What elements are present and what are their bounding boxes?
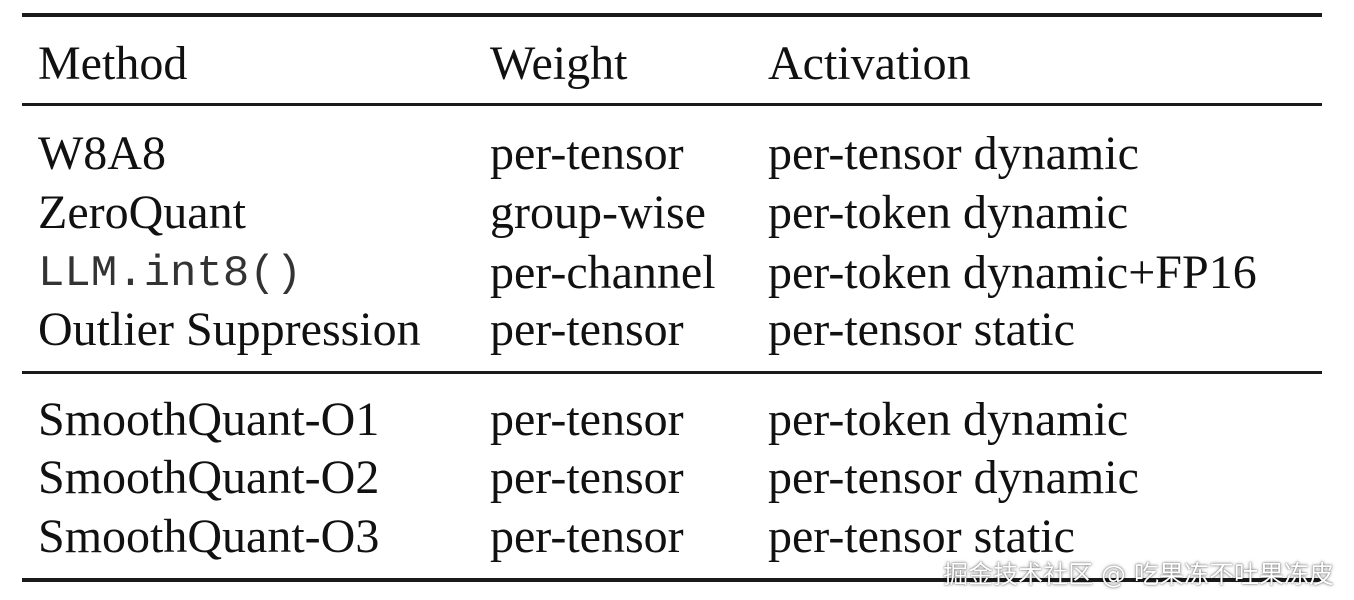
table-cell-weight: per-channel xyxy=(490,246,716,299)
table-cell-weight: per-tensor xyxy=(490,303,684,356)
table-cell-method: W8A8 xyxy=(38,127,166,180)
table-cell-method: Outlier Suppression xyxy=(38,303,421,356)
table-cell-weight: per-tensor xyxy=(490,393,684,446)
bottom-rule xyxy=(22,578,1322,582)
table-cell-method: SmoothQuant-O2 xyxy=(38,451,380,504)
table-cell-activation: per-tensor dynamic xyxy=(768,451,1139,504)
table-cell-weight: per-tensor xyxy=(490,451,684,504)
table-cell-method: LLM.int8() xyxy=(38,249,303,299)
table-cell-activation: per-tensor dynamic xyxy=(768,127,1139,180)
table-cell-activation: per-tensor static xyxy=(768,510,1075,563)
table-cell-activation: per-token dynamic+FP16 xyxy=(768,246,1257,299)
header-method: Method xyxy=(38,37,188,90)
watermark: 掘金技术社区 @ 吃果冻不吐果冻皮 xyxy=(943,560,1334,589)
top-rule xyxy=(22,13,1322,17)
table-cell-activation: per-token dynamic xyxy=(768,186,1129,239)
header-rule xyxy=(22,103,1322,106)
header-weight: Weight xyxy=(490,37,628,90)
table-cell-activation: per-tensor static xyxy=(768,303,1075,356)
table-cell-method: SmoothQuant-O3 xyxy=(38,510,380,563)
table-cell-weight: per-tensor xyxy=(490,510,684,563)
group-rule xyxy=(22,371,1322,374)
table-cell-method: ZeroQuant xyxy=(38,186,246,239)
table-cell-method: SmoothQuant-O1 xyxy=(38,393,380,446)
table-cell-weight: group-wise xyxy=(490,186,706,239)
table-cell-activation: per-token dynamic xyxy=(768,393,1129,446)
header-activation: Activation xyxy=(768,37,971,90)
table-cell-weight: per-tensor xyxy=(490,127,684,180)
